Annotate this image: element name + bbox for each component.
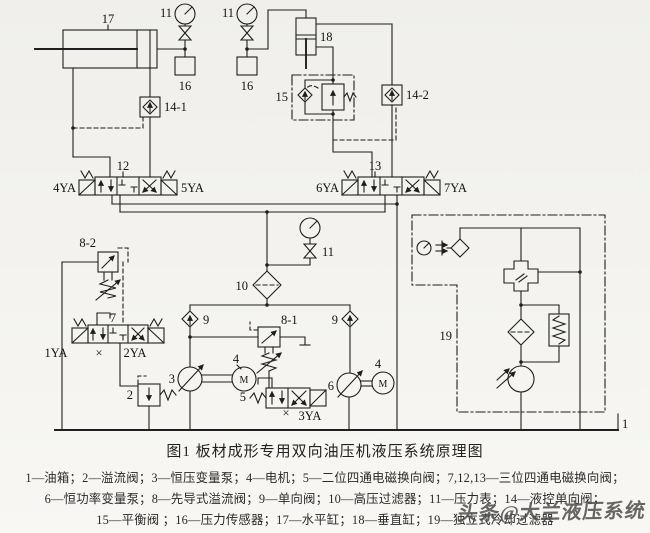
pilot-check-valve-14-1: 14-1 <box>71 96 187 178</box>
vertical-cylinder: 18 <box>295 17 393 86</box>
check-9-label: 9 <box>203 313 209 327</box>
cooling-filter-unit-19: 19 <box>411 214 606 431</box>
oil-tank: 1 <box>54 413 628 431</box>
pilot-relief-8-2: 8-2 <box>61 236 129 431</box>
pump-group-left: 9 M 4 3 <box>169 304 259 431</box>
legend-line-3: 15—平衡阀 ；16—压力传感器；17—水平缸；18—垂直缸；19—独立式冷却过… <box>96 513 554 527</box>
gauge-assembly-a: 11 16 <box>160 3 196 93</box>
legend-line-2: 6—恒功率变量泵；8—先导式溢流阀；9—单向阀；10—高压过滤器；11—压力表；… <box>44 492 606 506</box>
relief-valve-2: 2 <box>127 375 177 431</box>
pump-6-label: 6 <box>328 379 334 393</box>
valve-8-2-label: 8-2 <box>79 236 96 250</box>
valve-15-label: 15 <box>276 90 289 104</box>
hydraulic-schematic: 17 11 16 11 16 18 <box>34 3 628 431</box>
figure-caption: 图1 板材成形专用双向油压机液压系统原理图 <box>166 444 484 460</box>
valve-8-1-label: 8-1 <box>281 313 298 327</box>
legend-line-1: 1—油箱；2—溢流阀；3—恒压变量泵；4—电机；5—二位四通电磁换向阀；7,12… <box>25 471 625 485</box>
valve-14-1-label: 14-1 <box>164 100 187 114</box>
valve-13-label: 13 <box>369 159 382 173</box>
valve-5-label: 5 <box>240 390 246 404</box>
motor-4-label: 4 <box>375 357 382 371</box>
motor-4-label: 4 <box>233 352 240 366</box>
solenoid-valve-7: 7 1YA × 2YA <box>45 311 165 387</box>
unit-19-label: 19 <box>440 329 453 343</box>
pump-group-right: 9 M 4 6 <box>328 304 395 431</box>
gauge-11-label: 11 <box>222 6 234 20</box>
valve-14-2-label: 14-2 <box>406 88 429 102</box>
solenoid-4ya-label: 4YA <box>53 181 76 195</box>
balance-valve-15: 15 <box>276 74 373 178</box>
solenoid-3ya-label: 3YA <box>299 409 322 423</box>
filter-10-label: 10 <box>236 279 249 293</box>
gauge-11-label: 11 <box>160 6 172 20</box>
valve-12-label: 12 <box>117 159 130 173</box>
solenoid-7ya-label: 7YA <box>444 181 467 195</box>
check-9-label: 9 <box>332 313 338 327</box>
solenoid-1ya-label: 1YA <box>45 346 68 360</box>
high-pressure-filter-10: 10 <box>189 270 351 307</box>
pump-3-label: 3 <box>169 372 175 386</box>
plug-mark: × <box>95 346 102 360</box>
sensor-16-label: 16 <box>179 79 192 93</box>
motor-m-label: M <box>240 375 249 386</box>
motor-m-label: M <box>379 379 388 390</box>
solenoid-valve-13: 13 6YA 7YA <box>316 159 467 431</box>
pilot-check-valve-14-2: 14-2 <box>332 84 429 178</box>
tank-1-label: 1 <box>622 417 628 431</box>
pilot-relief-8-1: 8-1 <box>249 313 311 389</box>
gauge-11-label: 11 <box>322 245 334 259</box>
horizontal-cylinder: 17 <box>34 12 186 158</box>
solenoid-2ya-label: 2YA <box>124 346 147 360</box>
pressure-return-lines <box>111 202 399 272</box>
cylinder-18-label: 18 <box>320 30 333 44</box>
solenoid-5ya-label: 5YA <box>181 181 204 195</box>
valve-7-label: 7 <box>110 311 116 325</box>
valve-2-label: 2 <box>127 388 133 402</box>
cylinder-17-label: 17 <box>102 12 115 26</box>
solenoid-6ya-label: 6YA <box>316 181 339 195</box>
gauge-assembly-c: 11 <box>266 217 334 266</box>
gauge-assembly-b: 11 16 <box>222 3 307 93</box>
solenoid-valve-5: 5 3YA × <box>240 377 327 423</box>
plug-mark: × <box>282 406 289 420</box>
sensor-16-label: 16 <box>241 79 254 93</box>
